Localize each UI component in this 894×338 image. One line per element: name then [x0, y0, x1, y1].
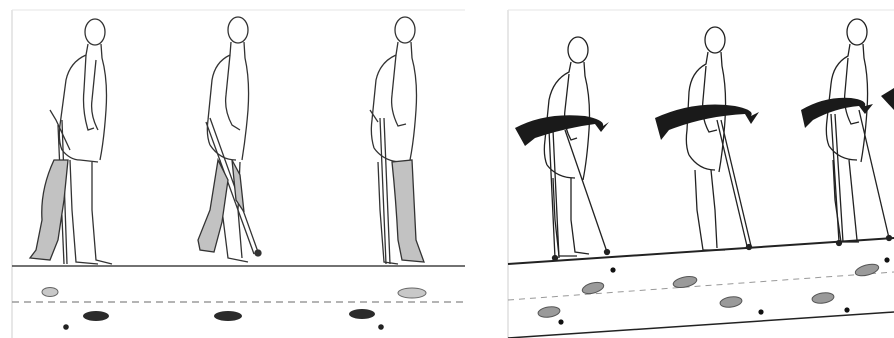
- left-footprints: [42, 288, 426, 330]
- floor-front-line: [508, 312, 894, 338]
- rotation-arrow-tip-icon: [881, 88, 894, 110]
- rotation-arrow-icon: [515, 115, 609, 146]
- walker-figure-6: [826, 19, 891, 246]
- left-gait-diagram: [0, 0, 470, 338]
- right-gait-diagram: [505, 0, 894, 338]
- walker-figure-1: [30, 19, 112, 264]
- floor-dashed-line: [508, 272, 894, 300]
- walker-figure-4: [544, 37, 609, 261]
- left-panel-gait-sequence: [0, 0, 470, 338]
- walker-figure-3: [370, 17, 424, 264]
- right-crutch-points: [558, 257, 889, 324]
- walker-figure-5: [686, 27, 751, 250]
- right-footprints: [537, 262, 879, 318]
- rotation-arrow-icon: [655, 105, 759, 141]
- right-panel-gait-sequence: [505, 0, 894, 338]
- walker-figure-2: [198, 17, 261, 262]
